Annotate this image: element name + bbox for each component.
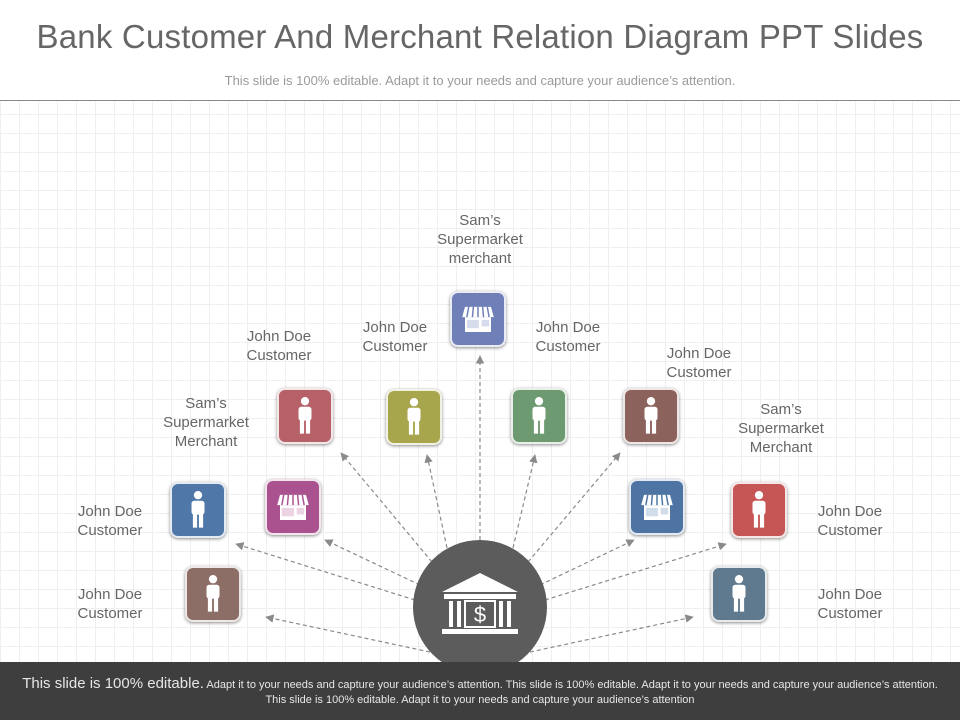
page-title: Bank Customer And Merchant Relation Diag… xyxy=(36,18,924,55)
arrow-customer-top-right xyxy=(512,454,538,549)
dollar-sign: $ xyxy=(474,602,486,627)
customer-mid-left-tile[interactable] xyxy=(170,482,226,538)
customer-mid-right-tile[interactable] xyxy=(731,482,787,538)
customer-upper-right-tile[interactable] xyxy=(623,388,679,444)
store-icon xyxy=(462,306,494,332)
person-icon xyxy=(644,396,658,434)
person-icon xyxy=(532,396,546,434)
customer-top-right-label: John Doe Customer xyxy=(535,319,601,355)
customer-upper-right-label: John Doe Customer xyxy=(666,345,732,381)
person-icon xyxy=(191,490,205,528)
arrow-customer-low-right xyxy=(529,614,694,653)
footer-text: This slide is 100% editable. Adapt it to… xyxy=(20,676,940,708)
arrow-merchant-right xyxy=(539,539,635,586)
person-icon xyxy=(298,396,312,434)
merchant-right-tile[interactable] xyxy=(629,479,685,535)
store-icon xyxy=(277,494,309,520)
person-icon xyxy=(206,574,220,612)
person-icon xyxy=(752,490,766,528)
customer-mid-left-label: John Doe Customer xyxy=(77,503,143,539)
footer-lead: This slide is 100% editable. xyxy=(22,675,204,692)
arrow-customer-upper-right xyxy=(527,452,621,563)
customer-low-left-tile[interactable] xyxy=(185,566,241,622)
arrow-customer-low-left xyxy=(265,614,431,653)
bank-icon: $ xyxy=(442,573,518,634)
arrow-customer-mid-left xyxy=(235,542,416,601)
merchant-top-tile[interactable] xyxy=(450,291,506,347)
customer-low-right-label: John Doe Customer xyxy=(817,586,883,622)
customer-upper-left-tile[interactable] xyxy=(277,388,333,444)
customer-top-left-label: John Doe Customer xyxy=(362,319,428,355)
merchant-top-label: Sam’s Supermarket merchant xyxy=(437,212,523,267)
merchant-left-tile[interactable] xyxy=(265,479,321,535)
store-icon xyxy=(641,494,673,520)
merchant-left-label: Sam’s Supermarket Merchant xyxy=(163,395,249,450)
footer-body: Adapt it to your needs and capture your … xyxy=(206,679,938,706)
customer-low-left-label: John Doe Customer xyxy=(77,586,143,622)
person-icon xyxy=(407,397,421,435)
customer-top-left-tile[interactable] xyxy=(386,389,442,445)
bank-hub[interactable]: $ xyxy=(413,540,547,674)
footer-banner: This slide is 100% editable. Adapt it to… xyxy=(0,662,960,720)
slide-header: Bank Customer And Merchant Relation Diag… xyxy=(0,0,960,101)
page-subtitle: This slide is 100% editable. Adapt it to… xyxy=(224,73,736,88)
customer-top-right-tile[interactable] xyxy=(511,388,567,444)
arrow-customer-mid-right xyxy=(544,542,727,601)
merchant-right-label: Sam’s Supermarket Merchant xyxy=(738,401,824,456)
arrow-customer-upper-left xyxy=(340,452,433,563)
arrow-merchant-left xyxy=(324,539,421,586)
customer-mid-right-label: John Doe Customer xyxy=(817,503,883,539)
customer-low-right-tile[interactable] xyxy=(711,566,767,622)
person-icon xyxy=(732,574,746,612)
arrow-customer-top-left xyxy=(424,454,448,549)
customer-upper-left-label: John Doe Customer xyxy=(246,328,312,364)
